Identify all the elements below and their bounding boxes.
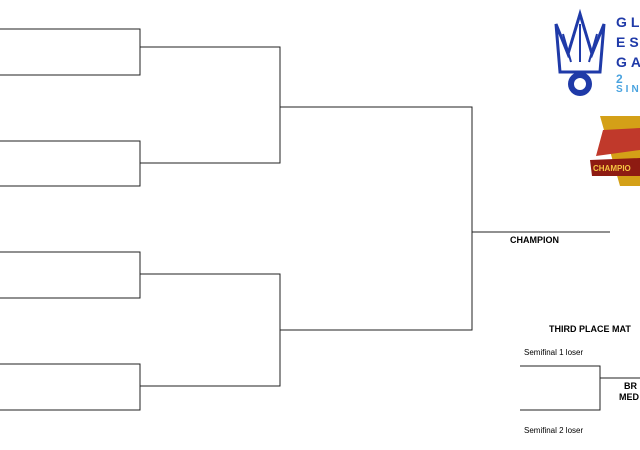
semifinal-1-loser-label: Semifinal 1 loser [524,348,584,357]
round1-match-3 [0,251,141,299]
round1-match-4 [0,363,141,411]
semifinal-2-loser-label: Semifinal 2 loser [524,426,584,435]
esports-logo-line-2: ES [616,34,640,50]
esports-logo-line-5: SIN [616,84,640,95]
bronze-medal-label-line-2: MED [619,392,639,402]
third-place-connector [520,365,640,411]
trident-crest-icon [554,8,606,96]
semifinal-2-connector [140,273,281,387]
game-logo-text: CHAMPIO [593,164,631,173]
third-place-label: THIRD PLACE MAT [549,324,631,334]
round1-match-2 [0,140,141,187]
semifinal-1-connector [140,46,281,164]
round1-match-1 [0,28,141,76]
champion-label: CHAMPION [510,235,559,245]
esports-logo-line-1: GL [616,14,640,30]
bronze-medal-label-line-1: BR [624,381,637,391]
street-fighter-v-logo-icon [590,116,640,186]
esports-logo-line-4: 2 [616,72,627,86]
esports-logo-line-3: GA [616,54,640,70]
final-connector [280,106,473,331]
